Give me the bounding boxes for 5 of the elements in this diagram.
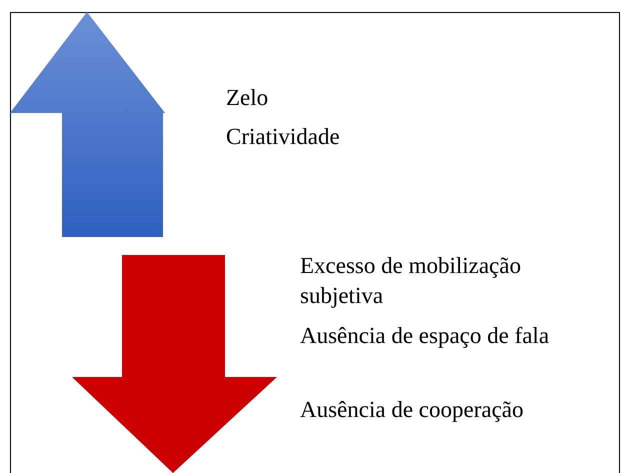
label-text: Zelo [226, 84, 270, 112]
label-text: Excesso de mobilização subjetiva [300, 252, 522, 310]
label-text: Criatividade [226, 123, 341, 151]
label-text: Ausência de cooperação [300, 396, 524, 424]
label-text: Ausência de espaço de fala [300, 322, 550, 350]
